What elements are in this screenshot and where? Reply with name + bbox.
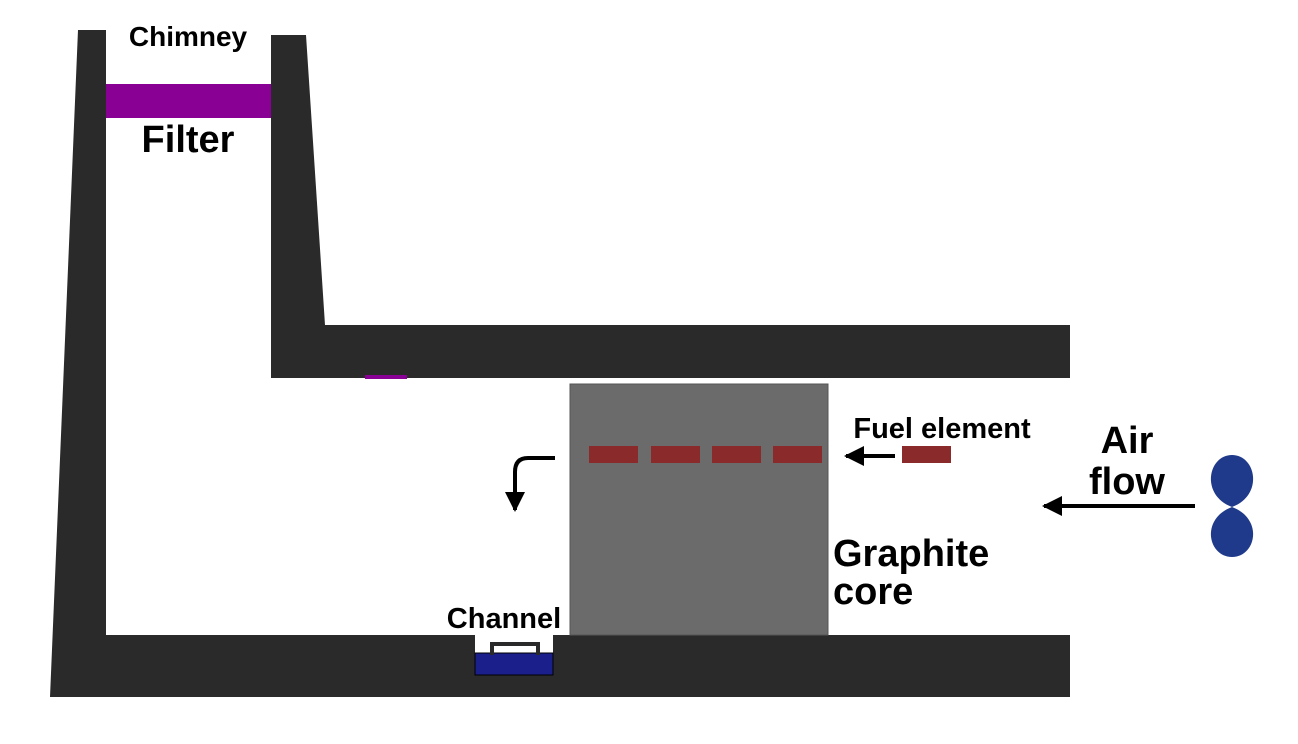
fuel-element-loading <box>902 446 951 463</box>
air-flow-label-line1: Air <box>1101 420 1154 462</box>
channel-bracket <box>490 642 540 655</box>
graphite-core-label-line2: core <box>833 571 913 613</box>
fuel-element-4 <box>773 446 822 463</box>
fuel-element-1 <box>589 446 638 463</box>
graphite-core <box>569 383 829 636</box>
graphite-core-label-line1: Graphite <box>833 533 989 575</box>
chimney-label: Chimney <box>129 21 248 52</box>
fan-propeller-icon <box>1210 455 1254 557</box>
filter <box>106 84 271 118</box>
channel-water <box>474 652 554 676</box>
air-flow-label-line2: flow <box>1089 461 1165 503</box>
fuel-element-label: Fuel element <box>853 413 1031 445</box>
fuel-element-3 <box>712 446 761 463</box>
filter-label: Filter <box>142 119 235 161</box>
channel-label: Channel <box>447 603 561 635</box>
chimney-inner-wall <box>271 35 1070 378</box>
fuel-element-2 <box>651 446 700 463</box>
ceiling-marker <box>365 375 407 379</box>
exit-curved-arrow-icon <box>505 456 555 512</box>
